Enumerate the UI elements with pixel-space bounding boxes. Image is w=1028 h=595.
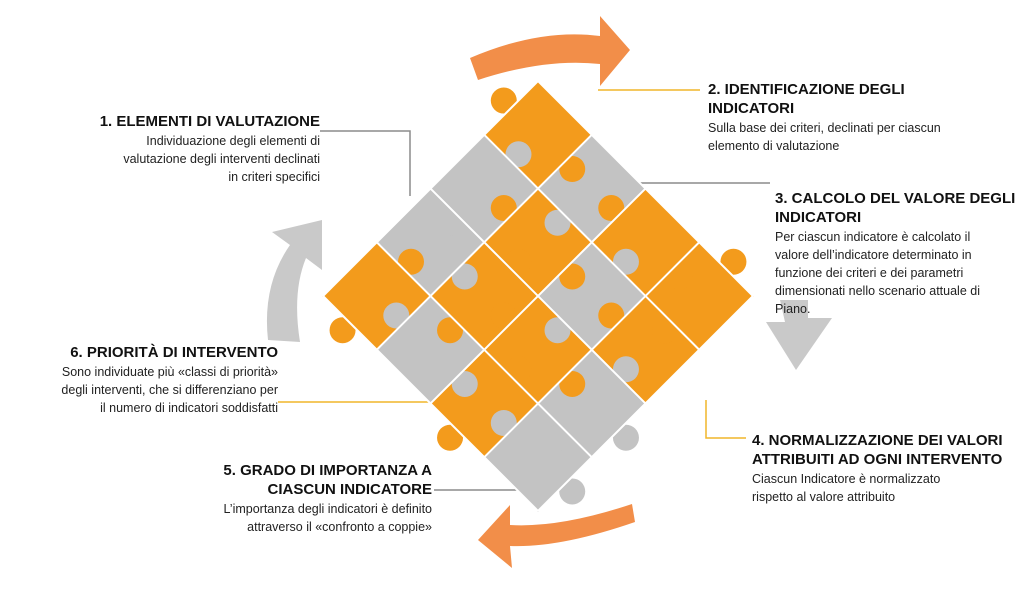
puzzle-knob	[559, 370, 586, 397]
step-4-desc: Ciascun Indicatore è normalizzato rispet…	[752, 472, 941, 504]
puzzle-knob	[651, 317, 678, 344]
puzzle-knob	[490, 409, 517, 436]
step-2-desc: Sulla base dei criteri, declinati per ci…	[708, 121, 941, 153]
step-3-desc: Per ciascun indicatore è calcolato il va…	[775, 230, 980, 316]
puzzle-seam	[429, 187, 647, 405]
step-4-title: 4. NORMALIZZAZIONE DEI VALORI ATTRIBUITI…	[752, 432, 1003, 468]
connector-4	[705, 400, 746, 439]
puzzle-seam	[322, 295, 539, 512]
step-5-title: 5. GRADO DI IMPORTANZA A CIASCUN INDICAT…	[223, 462, 432, 498]
step-1-title: 1. ELEMENTI DI VALUTAZIONE	[99, 113, 320, 130]
step-6-title: 6. PRIORITÀ DI INTERVENTO	[70, 344, 278, 361]
puzzle-grid	[322, 80, 754, 512]
step-5: 5. GRADO DI IMPORTANZA A CIASCUN INDICAT…	[150, 461, 432, 536]
step-3-title: 3. CALCOLO DEL VALORE DEGLI INDICATORI	[775, 190, 1016, 226]
step-3: 3. CALCOLO DEL VALORE DEGLI INDICATORI P…	[775, 189, 1025, 318]
puzzle-knob	[544, 317, 571, 344]
puzzle-knob	[720, 248, 747, 275]
left-grey-arrow	[266, 220, 322, 342]
puzzle-seam	[537, 295, 754, 512]
puzzle-knob	[398, 248, 425, 275]
puzzle-knob	[505, 356, 532, 383]
step-1: 1. ELEMENTI DI VALUTAZIONE Individuazion…	[70, 112, 320, 186]
step-2: 2. IDENTIFICAZIONE DEGLI INDICATORI Sull…	[708, 80, 1008, 155]
puzzle-knob	[612, 248, 639, 275]
puzzle-knob	[451, 370, 478, 397]
puzzle-knob	[559, 156, 586, 183]
top-orange-arrow	[470, 16, 630, 86]
puzzle-knob	[544, 209, 571, 236]
puzzle-knob	[490, 87, 517, 114]
puzzle-knob	[505, 248, 532, 275]
puzzle-seam	[483, 241, 700, 458]
step-6: 6. PRIORITÀ DI INTERVENTO Sono individua…	[0, 343, 278, 417]
puzzle-knob	[329, 317, 356, 344]
puzzle-knob	[490, 302, 517, 329]
puzzle-knob	[612, 424, 639, 451]
step-4: 4. NORMALIZZAZIONE DEI VALORI ATTRIBUITI…	[752, 431, 1024, 506]
puzzle-knob	[490, 195, 517, 222]
step-2-title: 2. IDENTIFICAZIONE DEGLI INDICATORI	[708, 81, 905, 117]
puzzle-knob	[544, 424, 571, 451]
puzzle-knob	[451, 263, 478, 290]
puzzle-knob	[559, 478, 586, 505]
step-6-desc: Sono individuate più «classi di priorità…	[61, 365, 278, 415]
puzzle-knob	[598, 195, 625, 222]
step-1-desc: Individuazione degli elementi di valutaz…	[123, 134, 320, 184]
step-5-desc: L’importanza degli indicatori è definito…	[223, 502, 432, 534]
puzzle-knob	[666, 263, 693, 290]
puzzle-knob	[437, 209, 464, 236]
bottom-orange-arrow	[478, 504, 635, 568]
connector-1	[320, 130, 411, 196]
puzzle-knob	[559, 263, 586, 290]
puzzle-knob	[383, 302, 410, 329]
puzzle-knob	[612, 356, 639, 383]
right-grey-arrow	[766, 300, 832, 370]
puzzle-knob	[437, 424, 464, 451]
puzzle-knob	[598, 302, 625, 329]
puzzle-seam	[376, 241, 593, 458]
puzzle-knob	[437, 317, 464, 344]
puzzle-knob	[505, 141, 532, 168]
